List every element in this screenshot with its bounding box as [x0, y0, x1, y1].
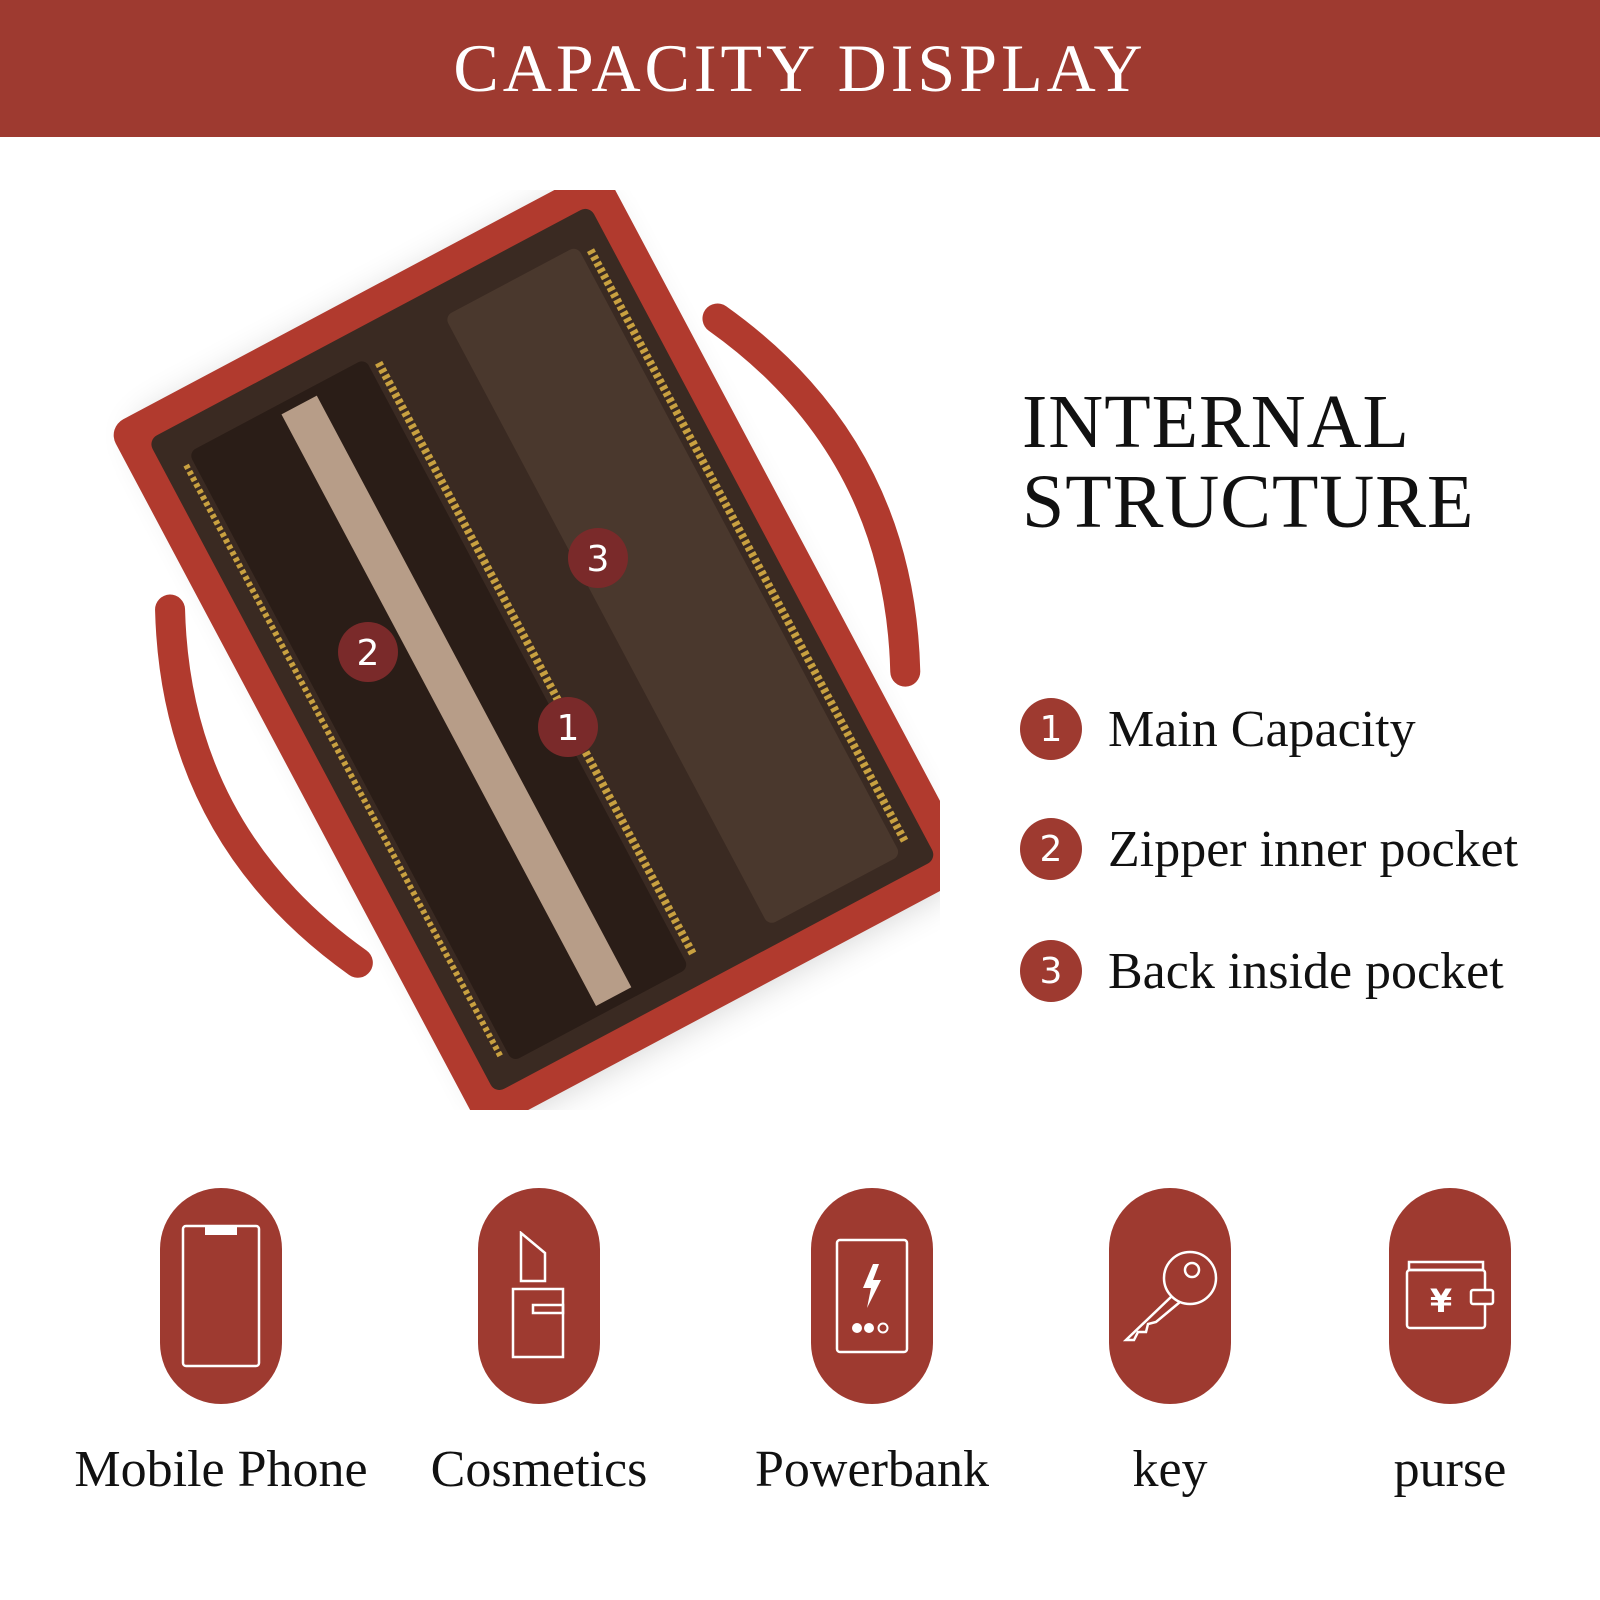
svg-text:1: 1 [557, 708, 580, 749]
section-title: INTERNAL STRUCTURE [1022, 382, 1474, 542]
pocket-marker-2: 2 [338, 622, 398, 682]
capacity-item-cosmetics: Cosmetics [389, 1188, 689, 1499]
wallet-icon: ¥ [1405, 1260, 1495, 1330]
capacity-item-mobile-phone: Mobile Phone [71, 1188, 371, 1499]
feature-label: Main Capacity [1108, 700, 1416, 758]
item-label: purse [1393, 1441, 1507, 1498]
feature-label: Back inside pocket [1108, 942, 1504, 1000]
feature-label: Zipper inner pocket [1108, 820, 1519, 878]
pocket-marker-1: 1 [538, 697, 598, 757]
header-banner: CAPACITY DISPLAY [0, 0, 1600, 137]
handbag-image: 3 2 1 [113, 190, 940, 1110]
capacity-item-key: key [1020, 1188, 1320, 1499]
title-line-2: STRUCTURE [1022, 460, 1475, 544]
mobile-phone-icon [181, 1224, 261, 1368]
page-title: CAPACITY DISPLAY [453, 30, 1147, 106]
item-label: Cosmetics [430, 1441, 648, 1498]
feature-number: 1 [1020, 698, 1082, 760]
svg-text:2: 2 [357, 633, 380, 674]
item-label: Mobile Phone [74, 1441, 368, 1498]
feature-item: 3 Back inside pocket [1020, 940, 1504, 1002]
item-label: key [1132, 1441, 1208, 1498]
item-label: Powerbank [755, 1441, 989, 1498]
lipstick-icon [511, 1231, 565, 1359]
svg-text:3: 3 [587, 539, 610, 580]
feature-number: 2 [1020, 818, 1082, 880]
feature-number: 3 [1020, 940, 1082, 1002]
title-line-1: INTERNAL [1022, 380, 1410, 464]
pocket-marker-3: 3 [568, 528, 628, 588]
feature-item: 1 Main Capacity [1020, 698, 1416, 760]
feature-item: 2 Zipper inner pocket [1020, 818, 1518, 880]
capacity-item-powerbank: Powerbank [722, 1188, 1022, 1499]
svg-text:¥: ¥ [1430, 1282, 1452, 1320]
key-icon [1122, 1250, 1218, 1342]
powerbank-icon [835, 1238, 909, 1354]
capacity-item-purse: ¥ purse [1300, 1188, 1600, 1499]
